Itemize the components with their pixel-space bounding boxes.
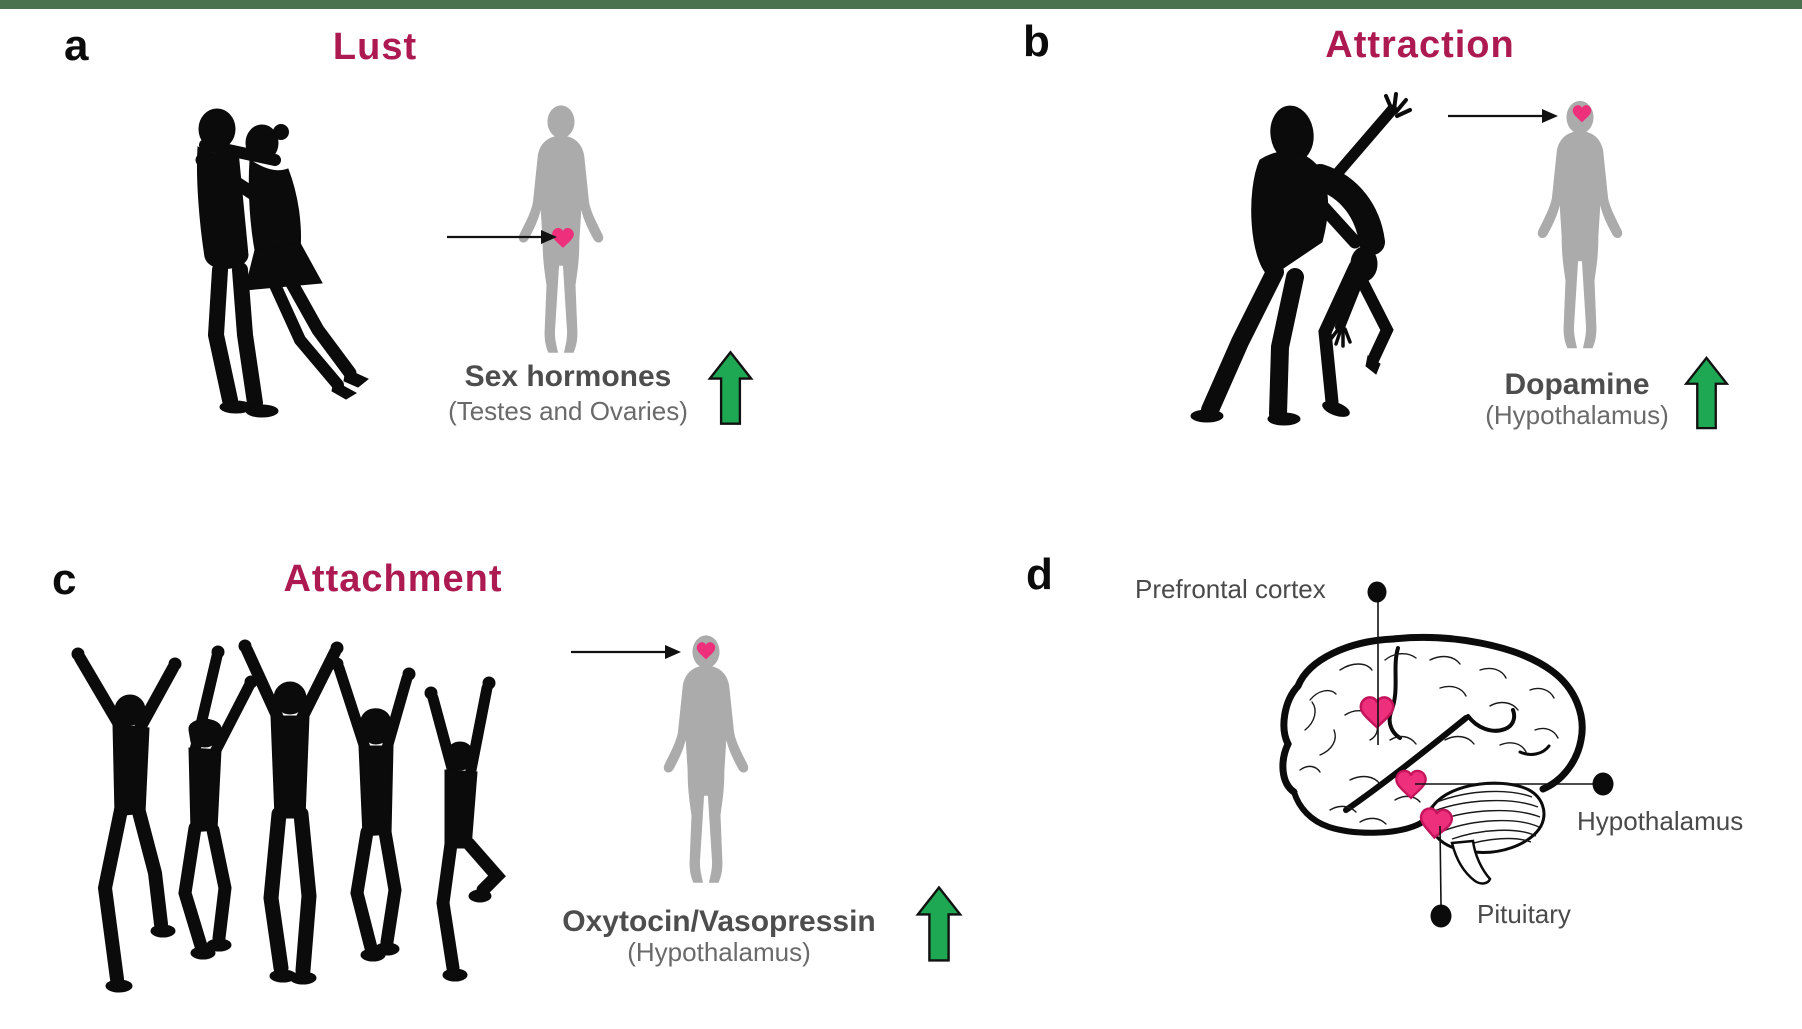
jumping-group-silhouette-icon bbox=[71, 639, 506, 993]
panel-label-b: b bbox=[1023, 17, 1050, 66]
hormone-name: Dopamine bbox=[1504, 368, 1650, 401]
panel-label-c: c bbox=[52, 555, 77, 604]
brain-outline bbox=[1279, 633, 1586, 796]
brainstem bbox=[1450, 839, 1492, 885]
dot-prefrontal-cortex bbox=[1367, 581, 1387, 603]
hormone-source: (Hypothalamus) bbox=[1485, 400, 1669, 430]
region-label-prefrontal-cortex: Prefrontal cortex bbox=[1135, 574, 1326, 604]
hormone-name: Sex hormones bbox=[464, 360, 672, 393]
top-accent-bar bbox=[0, 0, 1802, 9]
dot-pituitary bbox=[1430, 904, 1452, 928]
cerebellum-stripes bbox=[1433, 790, 1541, 847]
panel-title-lust: Lust bbox=[332, 26, 418, 68]
embracing-couple-silhouette-icon bbox=[195, 108, 369, 418]
region-label-pituitary: Pituitary bbox=[1477, 899, 1571, 929]
panel-label-d: d bbox=[1026, 550, 1053, 599]
dancing-couple-silhouette-icon bbox=[1190, 92, 1412, 426]
connector-lines bbox=[1377, 602, 1593, 906]
hormone-name: Oxytocin/Vasopressin bbox=[562, 905, 876, 938]
hormone-source: (Hypothalamus) bbox=[627, 937, 811, 967]
panel-title-attraction: Attraction bbox=[1325, 24, 1515, 66]
panel-label-a: a bbox=[64, 21, 89, 70]
hormone-source: (Testes and Ovaries) bbox=[448, 396, 688, 426]
region-label-hypothalamus: Hypothalamus bbox=[1577, 806, 1744, 836]
dot-hypothalamus bbox=[1592, 772, 1614, 796]
panel-title-attachment: Attachment bbox=[283, 558, 503, 600]
brain-diagram bbox=[1279, 581, 1614, 928]
